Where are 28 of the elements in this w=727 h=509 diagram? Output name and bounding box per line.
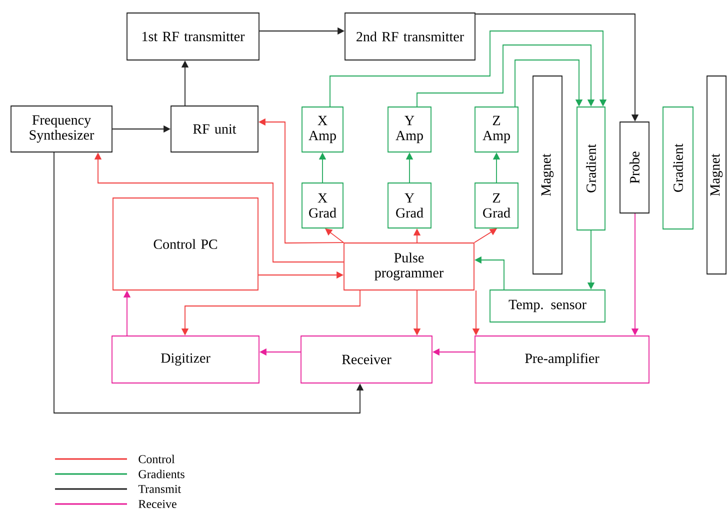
legend-label: Transmit — [138, 484, 182, 494]
block-box: Y Amp — [388, 106, 432, 152]
arrow — [416, 44, 595, 107]
block-box: X Grad — [302, 182, 344, 228]
block-box: Pre-amplifier — [474, 336, 650, 384]
arrow — [514, 60, 583, 107]
legend-label: Gradients — [138, 470, 184, 478]
legend-label: Receive — [138, 500, 176, 508]
block-box: Frequency Synthesizer — [10, 106, 112, 152]
block-box: Control PC — [112, 198, 258, 290]
block-box: Temp. sensor — [490, 290, 606, 322]
legend-label: Control — [138, 454, 175, 464]
block-box: RF unit — [170, 106, 258, 152]
block-box: Y Grad — [388, 182, 432, 228]
block-box: 2nd RF transmitter — [344, 12, 476, 60]
coil-bar: Gradient — [576, 106, 606, 230]
arrow — [330, 30, 607, 107]
coil-bar: Gradient — [662, 106, 694, 230]
coil-bar: Magnet — [706, 76, 726, 274]
block-box: X Amp — [302, 106, 344, 152]
block-box: 1st RF transmitter — [126, 12, 260, 60]
block-box: Pulse programmer — [344, 242, 474, 290]
block-box: Digitizer — [112, 336, 260, 384]
coil-bar: Probe — [620, 122, 650, 214]
coil-bar: Magnet — [532, 76, 562, 274]
block-box: Receiver — [300, 336, 432, 384]
block-box: Z Amp — [474, 106, 518, 152]
block-box: Z Grad — [474, 182, 518, 228]
